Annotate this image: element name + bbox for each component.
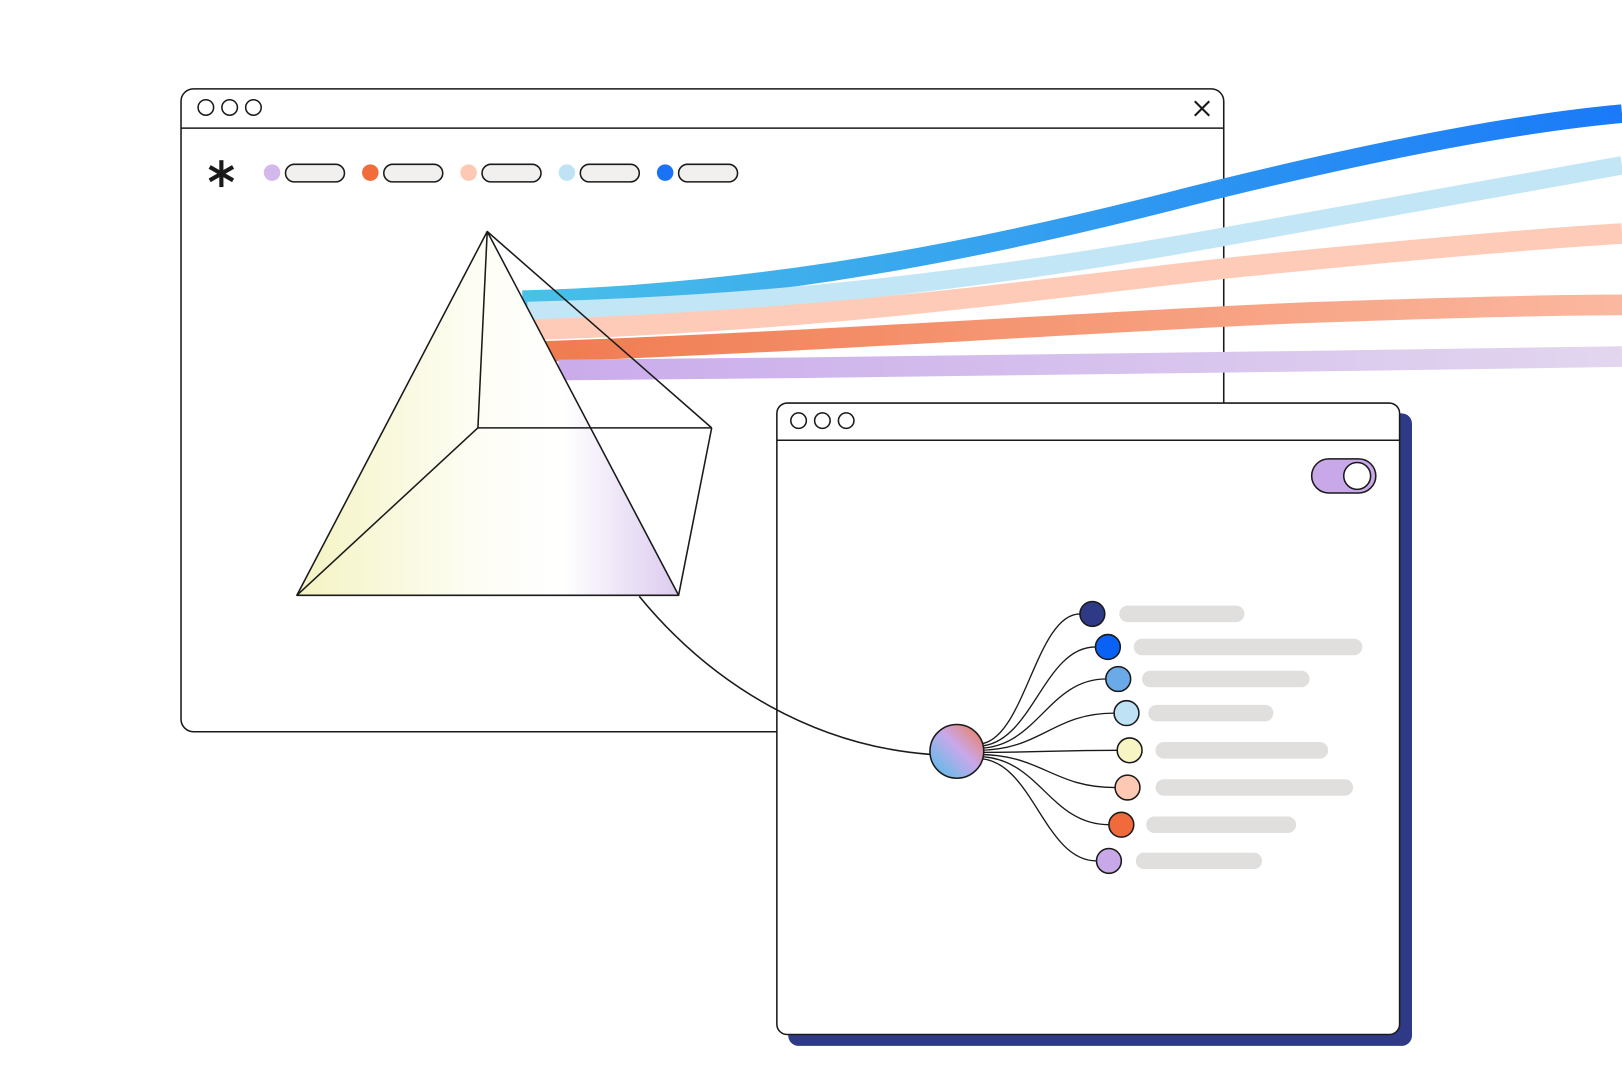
prism-face [296,231,679,596]
tree-edge [977,753,1116,789]
toggle-knob[interactable] [1342,461,1372,491]
window-dot-icon[interactable] [197,98,215,117]
light-beam [545,294,1622,362]
tree-edge [977,712,1115,751]
light-beam [532,223,1622,341]
tree-node [1116,737,1143,764]
window-dot-icon[interactable] [221,98,239,117]
legend-color-dot [362,164,379,181]
light-beam [522,104,1622,310]
window-dot-icon[interactable] [790,412,808,430]
node-label-placeholder [1148,704,1274,722]
node-label-placeholder [1133,638,1363,656]
legend-item [460,163,542,183]
tree-edge [977,646,1096,747]
legend-label-pill [284,163,346,183]
detail-window-frame [776,402,1401,1036]
tree-edge [977,678,1106,749]
detail-window [776,402,1413,1046]
legend-color-dot [460,164,477,181]
node-label-placeholder [1155,779,1354,796]
light-beam [527,156,1622,321]
close-icon[interactable] [1194,100,1210,117]
node-label-placeholder [1146,816,1297,833]
legend-label-pill [579,163,641,183]
legend-color-dot [558,164,576,181]
window-dot-icon[interactable] [813,412,831,430]
tree-node [1079,600,1106,628]
node-label-placeholder [1135,852,1263,870]
node-tree [977,600,1363,875]
legend-color-dot [263,164,281,181]
legend-color-dot [656,164,674,181]
tree-node [1108,811,1135,838]
asterisk-icon [208,160,235,188]
node-label-placeholder [1142,670,1310,688]
tree-edge [977,749,1118,754]
light-beam [558,346,1622,381]
connector-line [638,595,932,756]
window-dot-icon[interactable] [244,98,262,117]
legend-label-pill [677,163,739,183]
tree-edge [977,757,1097,862]
node-label-placeholder [1155,742,1329,759]
tree-edge [977,755,1109,826]
toggle-switch[interactable] [1310,458,1377,494]
legend-item [362,163,444,183]
window-dot-icon[interactable] [837,412,855,430]
tree-node [1105,665,1132,693]
tree-node [1114,774,1141,801]
legend-item [263,163,346,183]
legend-label-pill [383,163,444,183]
light-beams [522,104,1622,381]
legend-item [558,163,641,183]
node-label-placeholder [1119,605,1245,623]
tree-node [1094,633,1122,661]
tree-edge [977,613,1080,745]
tree-node [1113,699,1140,727]
legend-item [656,163,739,183]
hub-node [929,723,985,779]
legend [263,163,739,183]
tree-node [1095,847,1123,875]
legend-label-pill [481,163,542,183]
prism [296,230,713,597]
